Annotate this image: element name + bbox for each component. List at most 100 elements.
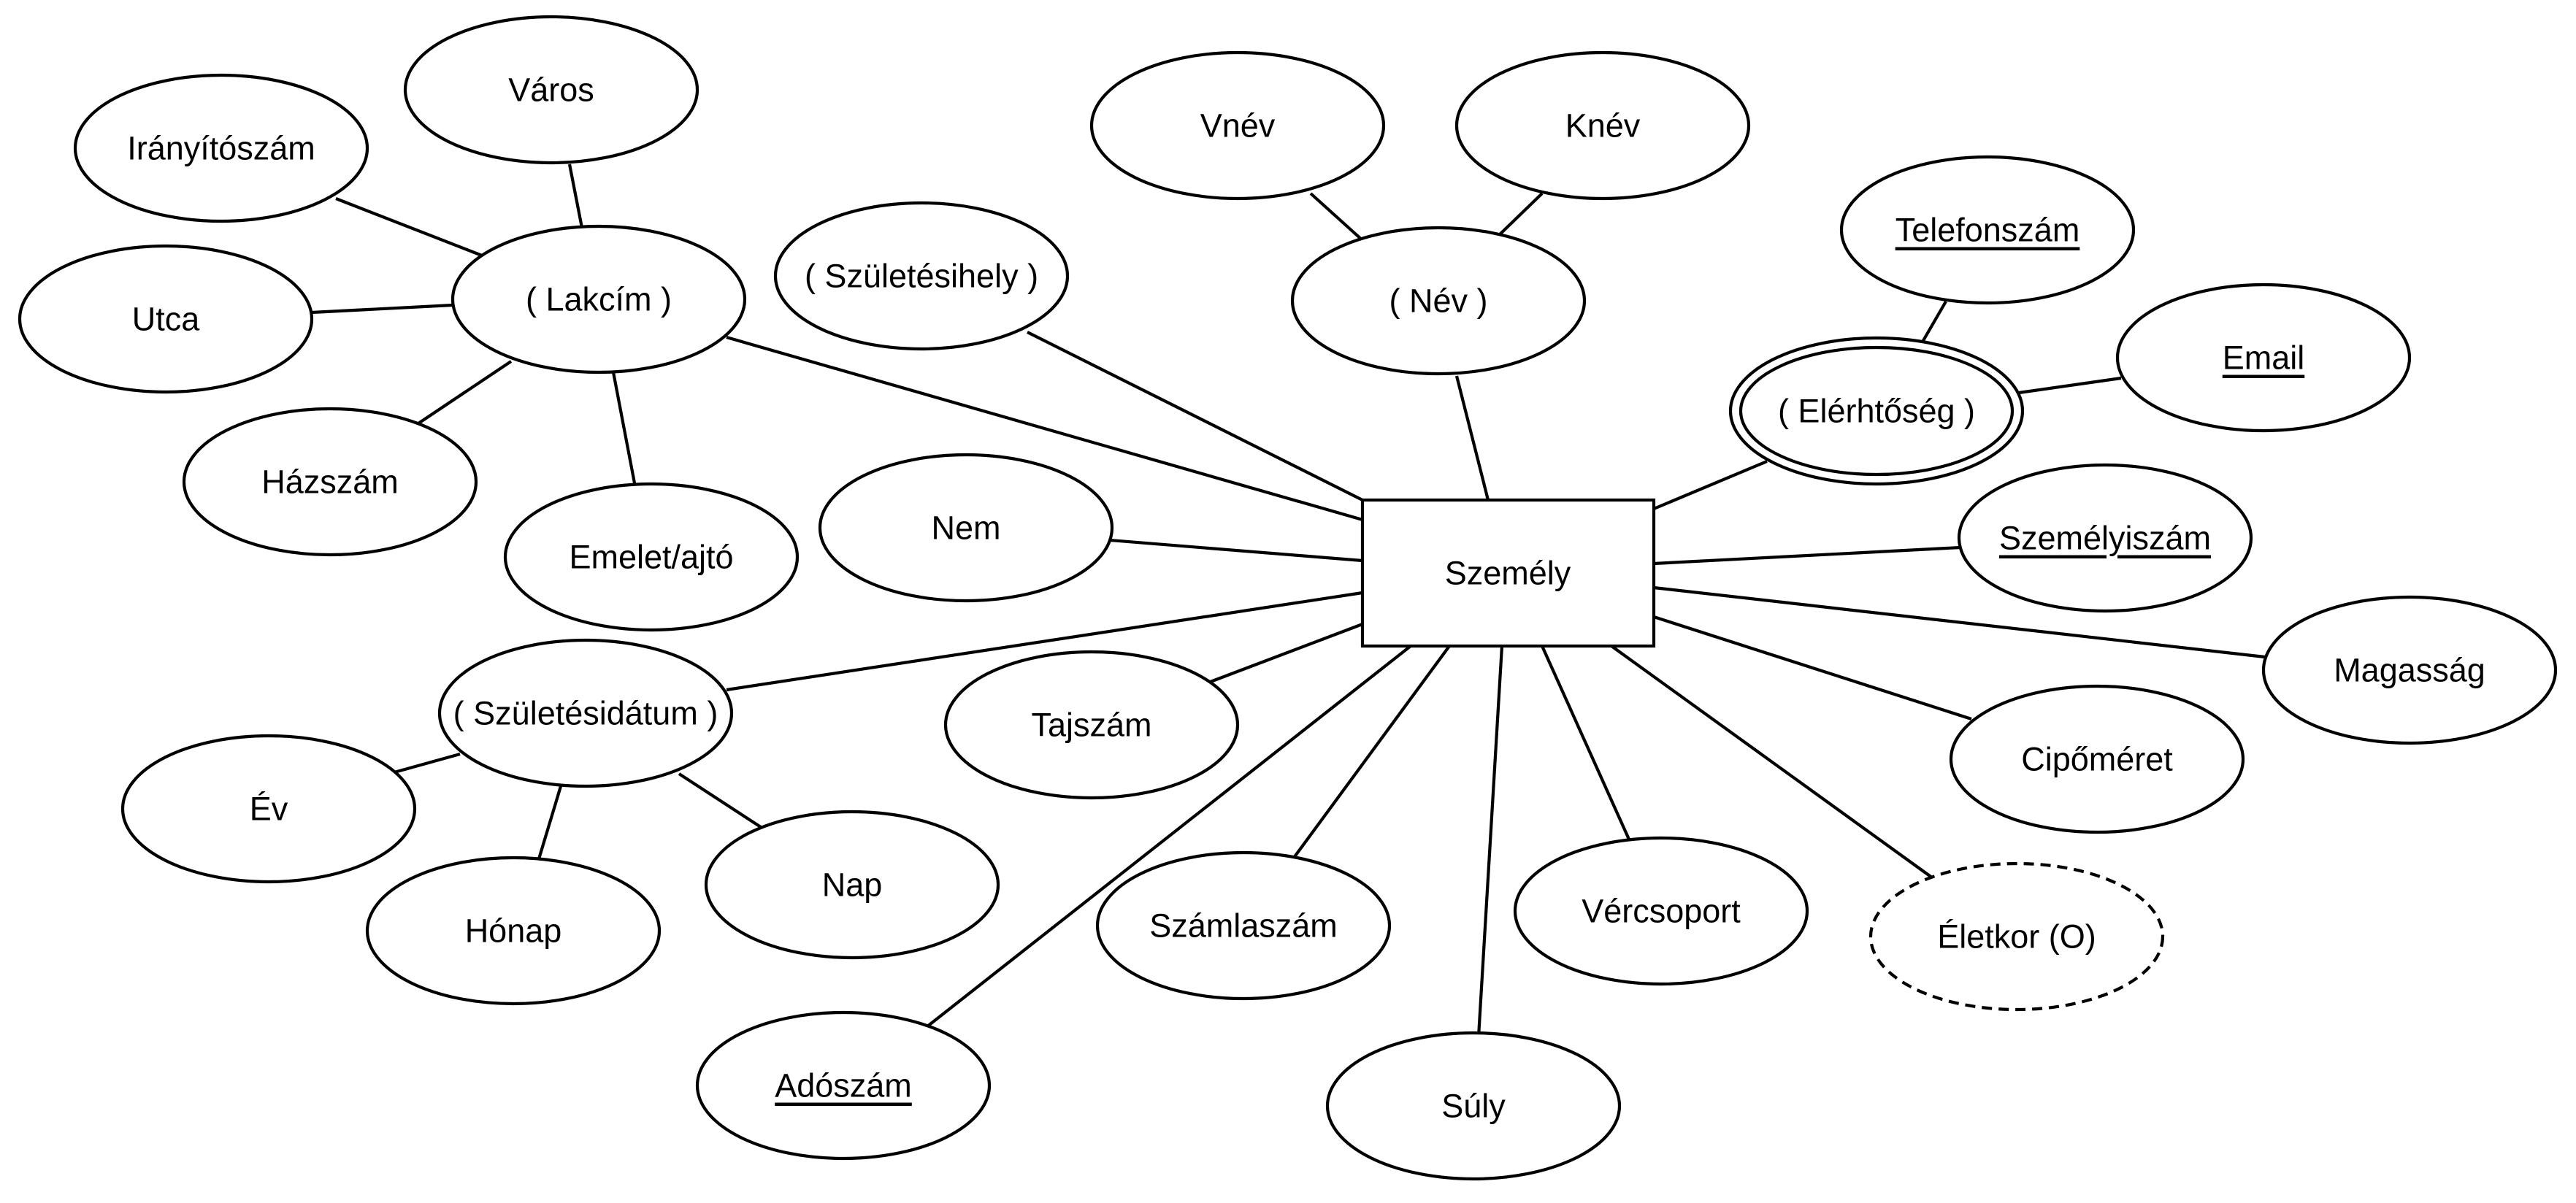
edge-tajszam-szemely (1208, 623, 1363, 684)
connector-lines (311, 164, 2266, 1037)
edge-lakcim-szemely (726, 335, 1363, 522)
attribute-label: Hónap (465, 912, 562, 950)
attribute-szamlaszam: Számlaszám (1095, 850, 1392, 1001)
attribute-ellipse (818, 453, 1114, 603)
attribute-ellipse (365, 856, 662, 1006)
attribute-label: ( Születésidátum ) (453, 695, 718, 732)
attribute-label: Irányítószám (127, 130, 315, 167)
attribute-ellipse (773, 201, 1070, 351)
attribute-label: Cipőméret (2021, 741, 2173, 778)
attribute-label: ( Születésihely ) (805, 258, 1038, 295)
entity-box (1360, 498, 1656, 648)
attribute-label: Nap (822, 866, 883, 904)
attribute-ellipse (1095, 850, 1392, 1001)
edge-lakcim-utca (311, 303, 453, 315)
edge-szemelyiszam-szemely (1653, 545, 1961, 566)
attribute-label: ( Elérhtőség ) (1778, 393, 1975, 430)
edge-cipomeret-szemely (1653, 615, 1972, 720)
attribute-honap: Hónap (365, 856, 662, 1006)
edge-szuletesidatum-nap (678, 772, 764, 830)
edge-nev-knev (1495, 192, 1544, 239)
attribute-elerhetoseg: ( Elérhtőség ) (1728, 336, 2025, 486)
attribute-ellipse (1839, 155, 2136, 305)
attribute-ellipse (503, 482, 800, 632)
edge-szuletesidatum-szemely (726, 591, 1363, 692)
edge-lakcim-emelet-ajto (611, 372, 637, 488)
attribute-ellipse (1089, 50, 1386, 201)
attribute-ellipse (2261, 595, 2558, 745)
attribute-label: Utca (132, 301, 201, 338)
attribute-label: Nem (931, 510, 1000, 547)
attribute-ellipse (2115, 283, 2412, 433)
attribute-label: Vércsoport (1582, 893, 1741, 930)
attribute-adoszam: Adószám (695, 1010, 992, 1161)
attribute-ellipse (704, 810, 1000, 960)
edge-szamlaszam-szemely (1292, 645, 1451, 859)
attribute-szuletesihely: ( Születésihely ) (773, 201, 1070, 351)
attribute-ellipse (695, 1010, 992, 1161)
attribute-nap: Nap (704, 810, 1000, 960)
entity-label: Személy (1445, 555, 1571, 592)
attribute-ellipse (943, 650, 1240, 800)
attribute-label: ( Lakcím ) (526, 281, 672, 318)
edge-nev-vnev (1309, 192, 1365, 242)
attribute-nem: Nem (818, 453, 1114, 603)
attribute-ellipse (1454, 50, 1751, 201)
edge-nem-szemely (1109, 538, 1363, 563)
attribute-suly: Súly (1325, 1031, 1622, 1181)
attribute-ellipse (1957, 463, 2253, 613)
attribute-label-key: Személyiszám (1999, 520, 2211, 557)
attribute-label-key: Email (2223, 339, 2305, 377)
attribute-email: Email (2115, 283, 2412, 433)
edge-lakcim-varos (567, 164, 584, 228)
attribute-label: Tajszám (1031, 707, 1151, 744)
attribute-label: Város (508, 72, 594, 109)
attribute-ellipse (182, 407, 478, 557)
attribute-szuletesidatum: ( Születésidátum ) (437, 638, 734, 788)
attribute-ellipse (451, 224, 747, 374)
edge-szuletesidatum-ev (394, 752, 461, 775)
attribute-label: Emelet/ajtó (569, 539, 733, 576)
attribute-lakcim: ( Lakcím ) (451, 224, 747, 374)
edge-elerhetoseg-szemely (1653, 460, 1768, 510)
attribute-vercsoport: Vércsoport (1513, 836, 1809, 986)
attribute-label: ( Név ) (1389, 283, 1488, 320)
edge-lakcim-hazszam (415, 360, 513, 426)
entity-szemely: Személy (1360, 498, 1656, 648)
attribute-label: Év (250, 791, 288, 828)
attribute-szemelyiszam: Személyiszám (1957, 463, 2253, 613)
attribute-label: Életkor (O) (1937, 918, 2096, 956)
attribute-ev: Év (120, 734, 417, 884)
edge-vercsoport-szemely (1541, 645, 1631, 842)
edge-elerhetoseg-email (2018, 376, 2122, 395)
attribute-ellipse-derived (1868, 861, 2165, 1012)
attribute-magassag: Magasság (2261, 595, 2558, 745)
attribute-hazszam: Házszám (182, 407, 478, 557)
attribute-cipomeret: Cipőméret (1949, 684, 2245, 834)
attribute-eletkor: Életkor (O) (1868, 861, 2165, 1012)
edge-eletkor-szemely (1610, 645, 1936, 881)
attribute-label: Súly (1441, 1088, 1506, 1125)
edge-adoszam-szemely (922, 645, 1412, 1031)
edge-elerhetoseg-telefonszam (1920, 300, 1947, 345)
attribute-label: Magasság (2334, 652, 2485, 689)
attribute-ellipse (1949, 684, 2245, 834)
attribute-label: Számlaszám (1149, 907, 1338, 945)
attribute-ellipse (1290, 226, 1587, 376)
attribute-label: Vnév (1200, 107, 1276, 145)
attribute-emelet-ajto: Emelet/ajtó (503, 482, 800, 632)
edge-lakcim-iranyitoszam (335, 197, 483, 257)
attribute-ellipse (18, 244, 314, 394)
attribute-ellipse (1325, 1031, 1622, 1181)
attribute-vnev: Vnév (1089, 50, 1386, 201)
edge-szuletesidatum-honap (536, 785, 563, 862)
attribute-telefonszam: Telefonszám (1839, 155, 2136, 305)
edge-nev-szemely (1454, 375, 1490, 501)
attribute-varos: Város (403, 15, 699, 165)
attribute-ellipse (1513, 836, 1809, 986)
edge-suly-szemely (1476, 645, 1504, 1037)
attribute-ellipse-inner (1739, 345, 2015, 477)
attribute-tajszam: Tajszám (943, 650, 1240, 800)
attribute-ellipse (73, 73, 369, 223)
